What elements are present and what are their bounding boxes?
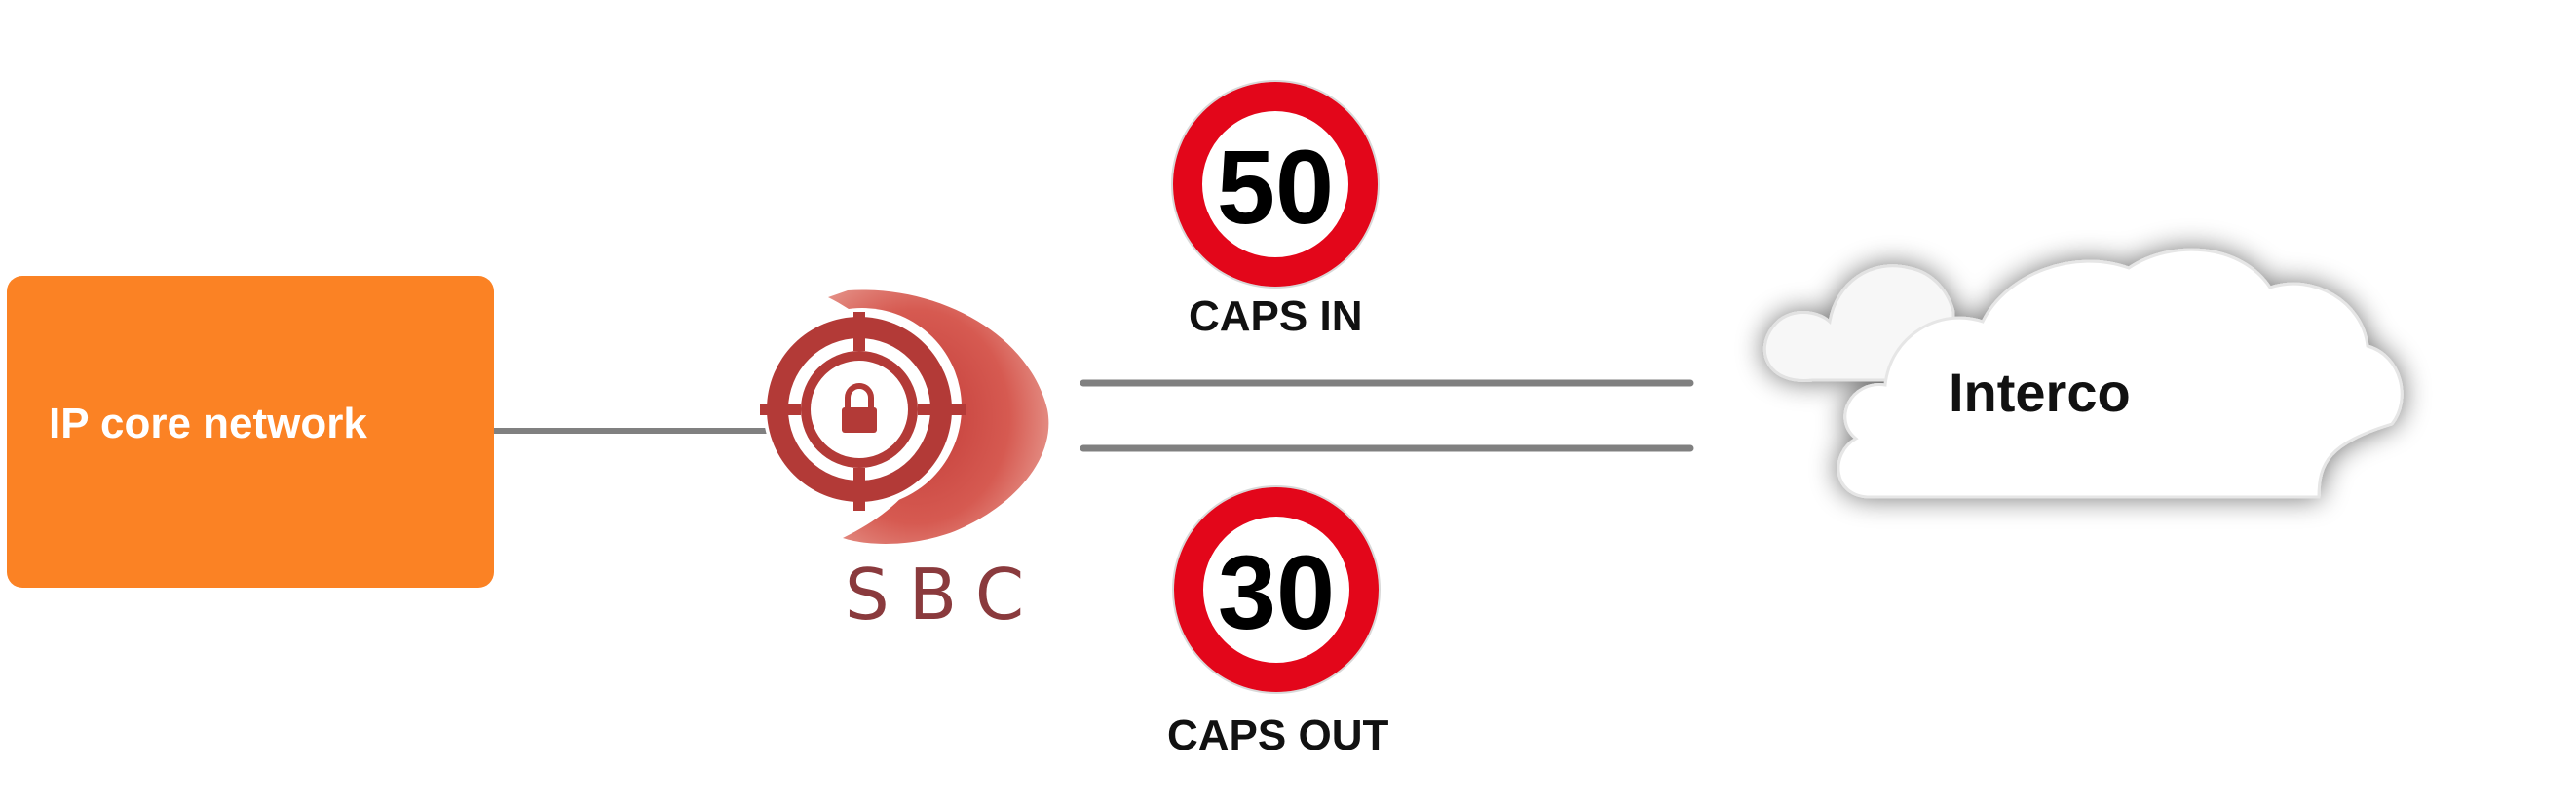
caps-in-value: 50 bbox=[1216, 128, 1335, 246]
caps-out-label: CAPS OUT bbox=[1167, 712, 1389, 759]
ip-core-network-box bbox=[7, 276, 494, 588]
interco-label: Interco bbox=[1949, 362, 2131, 423]
ip-core-network-label: IP core network bbox=[49, 400, 367, 447]
sbc-label: SBC bbox=[845, 554, 1044, 635]
speed-sign-caps-out bbox=[1172, 485, 1381, 694]
caps-out-value: 30 bbox=[1217, 533, 1336, 651]
target-lock-icon bbox=[760, 289, 1049, 544]
cloud-icon bbox=[1762, 248, 2404, 499]
caps-in-label: CAPS IN bbox=[1189, 292, 1363, 340]
speed-sign-caps-in bbox=[1171, 80, 1380, 289]
